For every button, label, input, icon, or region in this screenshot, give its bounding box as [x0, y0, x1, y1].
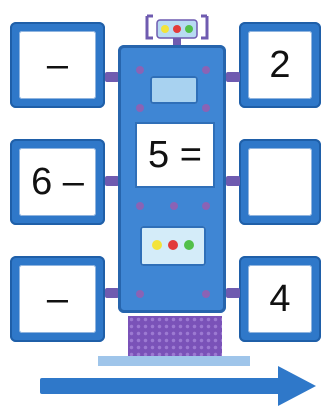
rivet: [136, 290, 144, 298]
connector: [226, 72, 240, 82]
connector: [226, 288, 240, 298]
connector: [105, 288, 119, 298]
rivet: [136, 66, 144, 74]
left-top-cell: –: [10, 22, 105, 108]
right-middle-cell-text: [248, 148, 312, 216]
left-bottom-cell: –: [10, 256, 105, 342]
robot-base: [128, 316, 222, 356]
connector: [226, 176, 240, 186]
left-middle-cell: 6 –: [10, 139, 105, 225]
right-bottom-cell: 4: [239, 256, 321, 342]
connector: [105, 176, 119, 186]
rivet: [136, 202, 144, 210]
rivet: [136, 104, 144, 112]
right-top-cell-text: 2: [248, 31, 312, 99]
right-bottom-cell-text: 4: [248, 265, 312, 333]
rivet: [170, 202, 178, 210]
rivet: [202, 202, 210, 210]
connector: [105, 72, 119, 82]
center-display: 5 =: [135, 122, 215, 188]
left-bottom-cell-text: –: [19, 265, 96, 333]
arrow-head: [278, 366, 316, 406]
yellow-light-icon: [152, 240, 162, 250]
green-light-icon: [184, 240, 194, 250]
left-middle-cell-text: 6 –: [19, 148, 96, 216]
right-top-cell: 2: [239, 22, 321, 108]
robot-upper-screen: [150, 76, 198, 104]
rivet: [202, 104, 210, 112]
right-middle-cell: [239, 139, 321, 225]
red-light-icon: [168, 240, 178, 250]
robot-floor: [98, 356, 250, 366]
rivet: [202, 66, 210, 74]
left-top-cell-text: –: [19, 31, 96, 99]
rivet: [202, 290, 210, 298]
arrow-right-icon: [40, 378, 280, 394]
antenna-lights-icon: [143, 12, 211, 46]
